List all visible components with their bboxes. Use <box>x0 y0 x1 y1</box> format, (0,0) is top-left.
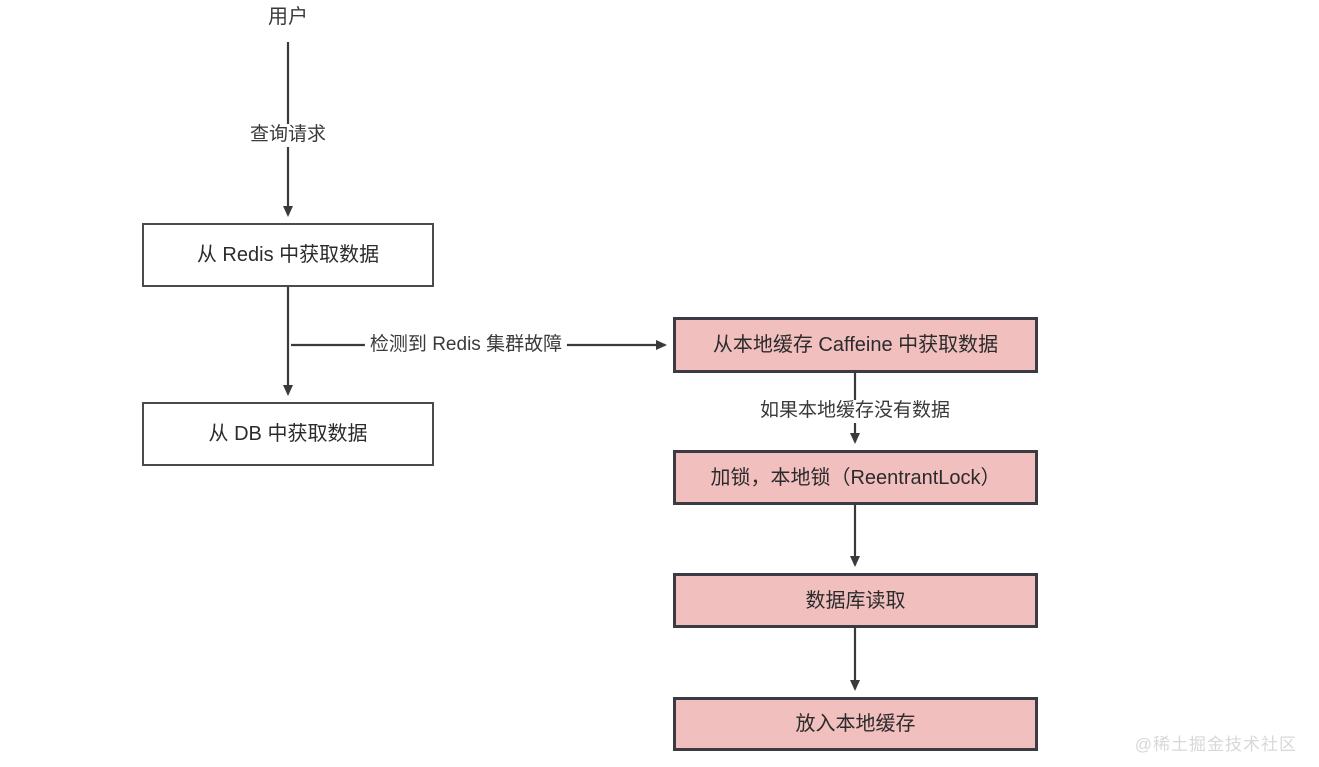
edge-label-no-local-cache-data: 如果本地缓存没有数据 <box>754 400 956 423</box>
node-fetch-from-caffeine[interactable]: 从本地缓存 Caffeine 中获取数据 <box>673 317 1038 373</box>
node-fetch-from-db[interactable]: 从 DB 中获取数据 <box>142 402 434 466</box>
node-fetch-from-redis[interactable]: 从 Redis 中获取数据 <box>142 223 434 287</box>
start-node-user: 用户 <box>268 6 308 28</box>
node-database-read[interactable]: 数据库读取 <box>673 573 1038 628</box>
node-put-into-local-cache[interactable]: 放入本地缓存 <box>673 697 1038 751</box>
edge-label-query-request: 查询请求 <box>244 124 332 147</box>
node-acquire-reentrant-lock[interactable]: 加锁，本地锁（ReentrantLock） <box>673 450 1038 505</box>
watermark: @稀土掘金技术社区 <box>1134 735 1297 754</box>
edge-label-redis-cluster-failure: 检测到 Redis 集群故障 <box>364 334 568 357</box>
